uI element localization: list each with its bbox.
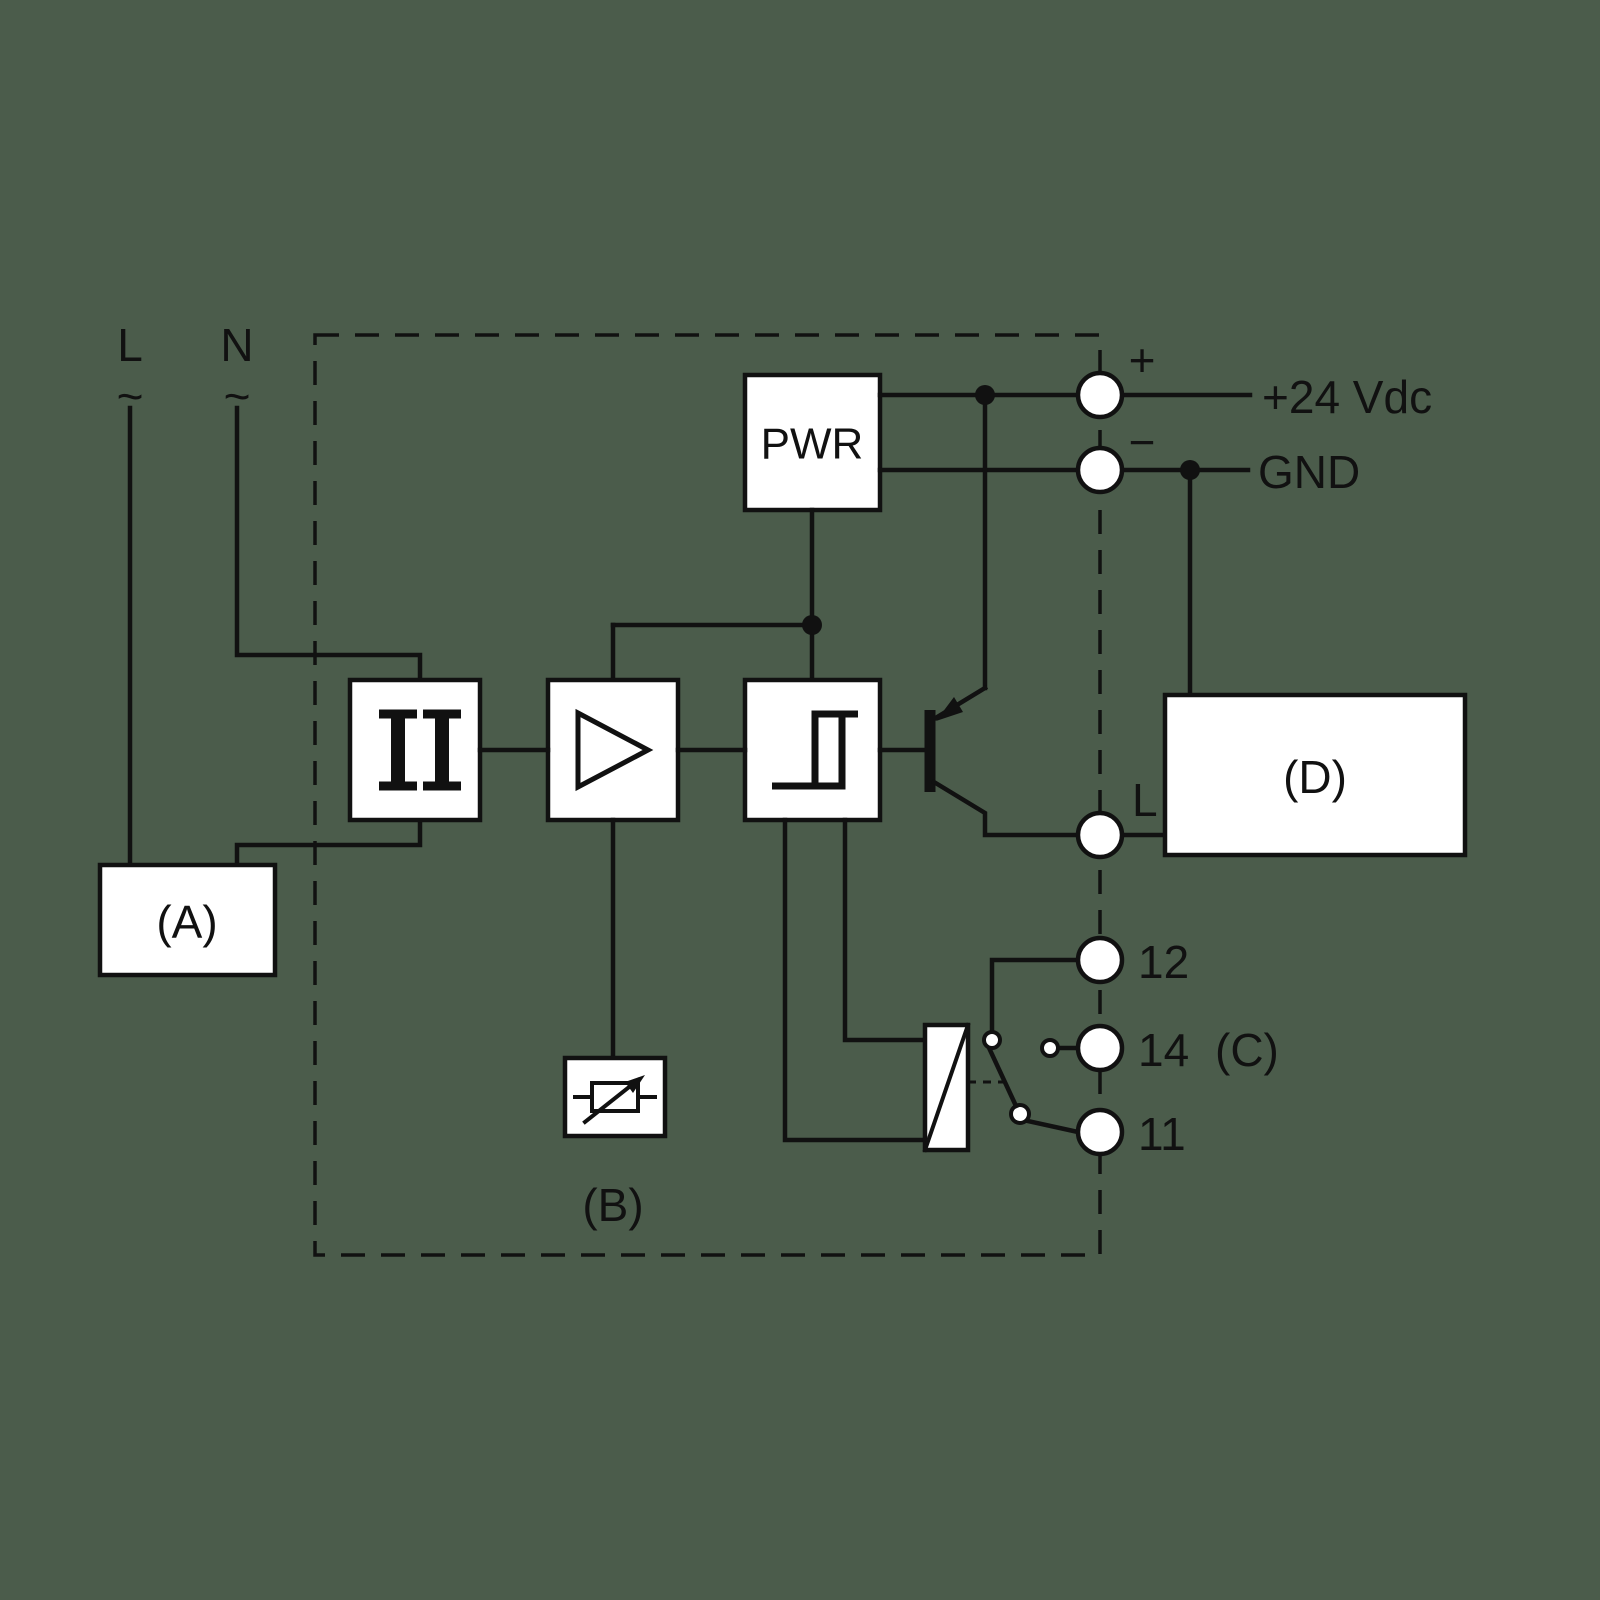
terminal-output-circle [1075,810,1125,860]
terminal-11-circle [1075,1107,1125,1157]
label-terminal-11: 11 [1138,1108,1186,1160]
terminal-plus-circle [1075,370,1125,420]
amplifier-icon [575,708,654,792]
transformer-icon [379,709,461,791]
terminal-minus-circle [1075,445,1125,495]
label-terminal-14: 14 [1138,1024,1189,1076]
relay-contact-set [982,957,1081,1135]
device-boundary-dashed [313,333,1102,1257]
current-transformer-block [347,677,483,823]
label-terminal-plus: + [1129,334,1156,386]
label-terminal-minus: − [1129,416,1156,468]
label-line-l: L [117,319,143,371]
relay-contact-arm [987,1047,1019,1109]
label-line-n: N [220,319,253,371]
junction-dot-gnd [1180,460,1200,480]
signal-wires [477,747,933,1143]
potentiometer-icon [573,1075,657,1125]
external-device-box-d [1162,692,1468,858]
label-external-d: (D) [1283,751,1347,803]
terminal-12-circle [1075,935,1125,985]
hysteresis-icon [772,710,858,790]
junction-dot-power [802,615,822,635]
label-terminal-12: 12 [1138,936,1189,988]
label-load-a: (A) [156,896,217,948]
relay-contact-nc-point [982,1030,1002,1050]
label-contact-group-c: (C) [1215,1024,1279,1076]
label-supply-24vdc: +24 Vdc [1262,371,1432,423]
label-output-l: L [1132,774,1158,826]
label-pwr: PWR [761,420,864,469]
amplifier-block [545,677,681,823]
junction-dot-supply [975,385,995,405]
relay-contact-pivot [1009,1103,1031,1125]
label-adjust-b: (B) [582,1179,643,1231]
transistor-icon [924,392,1081,838]
relay-coil-diagonal [922,1022,971,1153]
relay-contact-no-point [1040,1038,1060,1058]
label-gnd: GND [1258,446,1360,498]
terminal-14-circle [1075,1023,1125,1073]
primary-circuit-wires [127,405,423,868]
load-box-a [97,862,278,978]
